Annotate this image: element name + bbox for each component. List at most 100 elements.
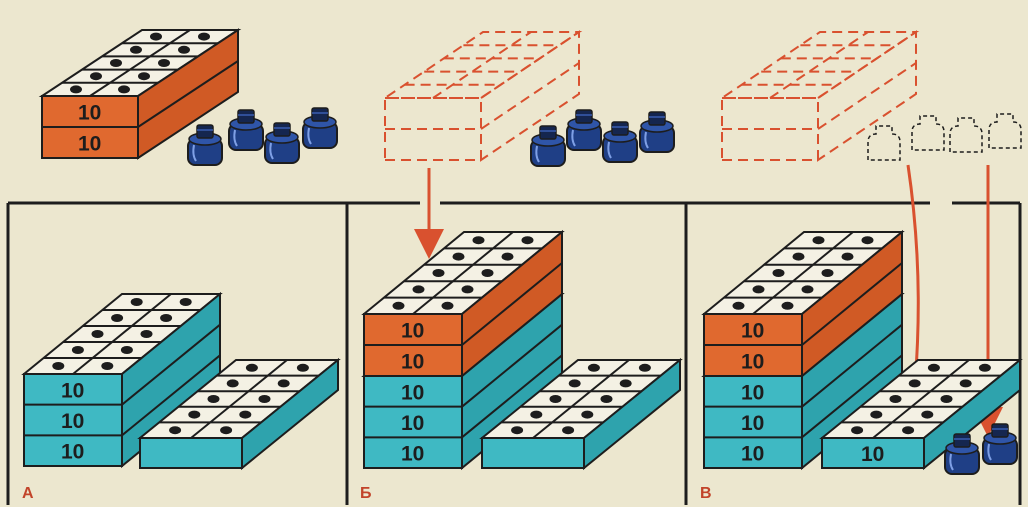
- block-number: 10: [401, 351, 424, 374]
- egg-hole: [793, 253, 805, 261]
- egg-hole: [569, 379, 581, 387]
- egg-hole: [902, 426, 914, 434]
- egg-hole: [141, 330, 153, 338]
- egg-hole: [870, 411, 882, 419]
- egg-hole: [960, 379, 972, 387]
- layer-line: [818, 63, 916, 129]
- egg-hole: [979, 364, 991, 372]
- egg-hole: [111, 314, 123, 322]
- dashed-bottle-outline: [989, 114, 1021, 148]
- bottle-cap: [274, 123, 290, 136]
- egg-hole: [130, 46, 142, 54]
- egg-hole: [208, 395, 220, 403]
- block-number: 10: [78, 133, 101, 156]
- egg-hole: [178, 46, 190, 54]
- dashed-bottle-outline: [868, 126, 900, 160]
- bottle-cap: [312, 108, 328, 121]
- egg-hole: [433, 269, 445, 277]
- egg-hole: [297, 364, 309, 372]
- panel-letter-v: В: [700, 485, 712, 502]
- egg-hole: [862, 236, 874, 244]
- egg-hole: [110, 59, 122, 67]
- egg-hole: [511, 426, 523, 434]
- egg-hole: [138, 72, 150, 80]
- ink-bottle-icon: [640, 112, 674, 152]
- ink-bottle-icon: [229, 110, 263, 150]
- egg-hole: [530, 411, 542, 419]
- ink-bottle-icon: [265, 123, 299, 163]
- egg-hole: [581, 411, 593, 419]
- bottle-cap: [649, 112, 665, 125]
- egg-hole: [822, 269, 834, 277]
- panel-letter-a: А: [22, 485, 34, 502]
- egg-hole: [928, 364, 940, 372]
- egg-hole: [601, 395, 613, 403]
- ink-bottle-icon: [567, 110, 601, 150]
- bottle-outline: [989, 114, 1021, 148]
- dashed-bottle-outline: [912, 116, 944, 150]
- bottle-cap: [576, 110, 592, 123]
- egg-hole: [227, 379, 239, 387]
- egg-hole: [909, 379, 921, 387]
- block-top: [385, 32, 579, 98]
- bottle-cap: [992, 424, 1008, 437]
- egg-hole: [802, 285, 814, 293]
- egg-hole: [522, 236, 534, 244]
- bottle-cap: [612, 122, 628, 135]
- egg-hole: [473, 236, 485, 244]
- egg-hole: [220, 426, 232, 434]
- block-number: 10: [61, 410, 84, 433]
- egg-hole: [941, 395, 953, 403]
- egg-hole: [550, 395, 562, 403]
- block-number: 10: [741, 412, 764, 435]
- bottle-outline: [950, 118, 982, 152]
- dashed-block-outline: [722, 32, 916, 160]
- ink-bottle-icon: [983, 424, 1017, 464]
- egg-hole: [733, 302, 745, 310]
- egg-hole: [921, 411, 933, 419]
- egg-hole: [842, 253, 854, 261]
- egg-hole: [198, 33, 210, 41]
- egg-hole: [782, 302, 794, 310]
- dashed-bottle-outline: [950, 118, 982, 152]
- egg-hole: [773, 269, 785, 277]
- egg-hole: [160, 314, 172, 322]
- egg-hole: [239, 411, 251, 419]
- egg-hole: [562, 426, 574, 434]
- block-number: 10: [741, 443, 764, 466]
- layer-line: [481, 63, 579, 129]
- egg-hole: [121, 346, 133, 354]
- egg-hole: [131, 298, 143, 306]
- bottle-cap: [197, 125, 213, 138]
- egg-hole: [180, 298, 192, 306]
- egg-hole: [588, 364, 600, 372]
- block-number: 10: [61, 379, 84, 402]
- egg-hole: [620, 379, 632, 387]
- egg-hole: [413, 285, 425, 293]
- block-front: [140, 438, 242, 468]
- block-number: 10: [741, 320, 764, 343]
- egg-hole: [92, 330, 104, 338]
- egg-hole: [150, 33, 162, 41]
- block-number: 10: [861, 443, 884, 466]
- egg-hole: [278, 379, 290, 387]
- bottle-cap: [238, 110, 254, 123]
- egg-hole: [442, 302, 454, 310]
- egg-hole: [813, 236, 825, 244]
- egg-hole: [90, 72, 102, 80]
- grid-line: [433, 32, 531, 98]
- egg-hole: [188, 411, 200, 419]
- egg-hole: [453, 253, 465, 261]
- egg-hole: [70, 85, 82, 93]
- egg-hole: [52, 362, 64, 370]
- block-number: 10: [401, 381, 424, 404]
- block-number: 10: [741, 351, 764, 374]
- ink-bottle-icon: [188, 125, 222, 165]
- egg-hole: [502, 253, 514, 261]
- block-front: [482, 438, 584, 468]
- egg-hole: [753, 285, 765, 293]
- block-number: 10: [61, 441, 84, 464]
- ink-bottle-icon: [603, 122, 637, 162]
- block-top: [722, 32, 916, 98]
